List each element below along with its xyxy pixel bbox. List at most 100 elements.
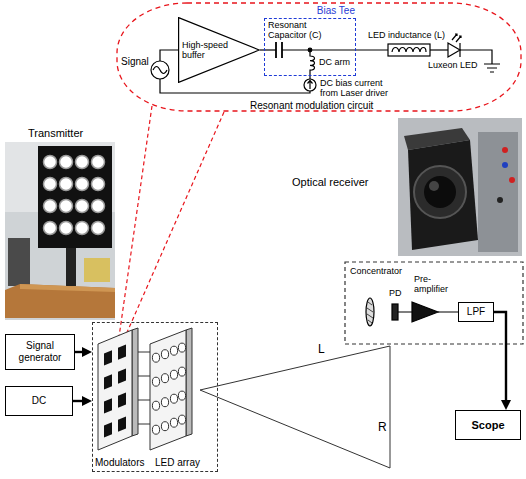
circuit-wires-part bbox=[264, 49, 276, 50]
part-label: Signal bbox=[121, 56, 149, 68]
connector bbox=[494, 312, 511, 410]
transmitter-photo-part bbox=[84, 258, 110, 282]
led-array-panel-part bbox=[186, 328, 192, 436]
callout-outline bbox=[117, 3, 521, 111]
receiver-chain-part bbox=[367, 302, 373, 323]
led-array-panel-part-part bbox=[161, 398, 168, 407]
modulator-panel-part-part bbox=[118, 393, 126, 408]
led-array-panel-part-part bbox=[178, 343, 185, 352]
receiver-chain-part bbox=[345, 262, 523, 344]
circuit-wires-part bbox=[452, 34, 461, 42]
circuit-wires-part bbox=[310, 50, 315, 79]
circuit-wires-part bbox=[484, 64, 500, 72]
receiver-photo-part bbox=[398, 118, 522, 256]
transmitter-photo-part bbox=[44, 156, 105, 235]
modulator-panel-part-part bbox=[118, 345, 126, 360]
receiver-photo-part bbox=[414, 166, 466, 218]
transmitter-photo-part-part bbox=[76, 156, 89, 169]
transmitter-photo-part-part bbox=[92, 200, 105, 213]
modulator-panel-part-part bbox=[104, 422, 112, 437]
node-text: High-speed buffer bbox=[182, 40, 232, 60]
receiver-photo bbox=[398, 118, 522, 256]
part-label: Transmitter bbox=[28, 127, 83, 140]
transmitter-photo-part-part bbox=[44, 222, 57, 235]
node-text: Scope bbox=[471, 419, 504, 432]
light-beam bbox=[200, 346, 390, 468]
part-label: R bbox=[378, 420, 387, 434]
receiver-chain-part bbox=[392, 304, 398, 320]
receiver-chain-part bbox=[366, 298, 374, 326]
transmitter-photo-part bbox=[38, 146, 112, 248]
source-box: Signal generator bbox=[5, 334, 75, 370]
arrow-head bbox=[82, 396, 92, 406]
node-text: Bias Tee bbox=[317, 5, 355, 17]
receiver-photo-part bbox=[429, 181, 439, 191]
connector bbox=[75, 347, 92, 357]
transmitter-photo-part-part bbox=[60, 178, 73, 191]
modulator-panel-part-part bbox=[104, 398, 112, 413]
modulator-panel-part-part bbox=[104, 350, 112, 365]
receiver-photo-part bbox=[509, 177, 515, 183]
node-text: Resonant modulation circuit bbox=[250, 100, 373, 112]
part-label: Pre-amplifier bbox=[414, 274, 458, 294]
scope-box: Scope bbox=[455, 410, 521, 440]
transmitter-photo-part-part bbox=[92, 178, 105, 191]
modulator-panel-part-part bbox=[104, 374, 112, 389]
source-box: DC bbox=[5, 386, 73, 416]
led-array-panel-part-part bbox=[178, 391, 185, 400]
circuit-symbols-part bbox=[153, 67, 167, 74]
modulator-panel-part bbox=[138, 352, 150, 424]
circuit-symbols-part bbox=[388, 44, 430, 56]
transmitter-photo-part bbox=[66, 248, 76, 286]
circuit-symbols-part bbox=[151, 61, 169, 79]
circuit-symbols-part bbox=[448, 43, 460, 57]
receiver-photo-part bbox=[497, 197, 503, 203]
circuit-symbols-part bbox=[392, 48, 426, 53]
modulator-panel bbox=[98, 328, 150, 450]
transmitter-photo-part bbox=[8, 238, 30, 286]
led-array-panel-part-part bbox=[161, 350, 168, 359]
buffer-outline bbox=[179, 18, 260, 83]
light-beam-part bbox=[200, 346, 390, 468]
part-label: L bbox=[318, 342, 325, 356]
modulator-panel-part bbox=[98, 330, 132, 450]
led-array-panel-part-part bbox=[170, 370, 177, 379]
transmitter-photo-part-part bbox=[60, 222, 73, 235]
led-array-panel-part-part bbox=[178, 415, 185, 424]
part-label: Luxeon LED bbox=[428, 60, 478, 70]
part-label: DC bias current from Laser driver bbox=[320, 78, 396, 98]
circuit-wires-part bbox=[160, 50, 178, 61]
led-array-panel-part-part bbox=[152, 353, 159, 362]
circuit-symbols-part bbox=[308, 48, 312, 52]
connector bbox=[73, 396, 92, 406]
led-array-panel-part-part bbox=[152, 377, 159, 386]
arrow-head bbox=[82, 347, 92, 357]
led-array-panel-part-part bbox=[170, 418, 177, 427]
buffer-triangle: High-speed buffer bbox=[178, 17, 260, 83]
node-text: Signal generator bbox=[9, 340, 71, 364]
transmitter-photo-part bbox=[5, 142, 115, 320]
transmitter-photo-part-part bbox=[44, 200, 57, 213]
part-label: PD bbox=[389, 288, 402, 298]
led-array-panel-part-part bbox=[161, 422, 168, 431]
connector-line bbox=[494, 312, 506, 402]
arrow-head bbox=[501, 400, 511, 410]
led-array-panel bbox=[150, 328, 192, 450]
leader-line bbox=[114, 106, 224, 355]
circuit-wires-part bbox=[282, 49, 388, 50]
receiver-chain bbox=[345, 262, 523, 344]
modulator-panel-part bbox=[104, 345, 126, 438]
led-array-panel-part bbox=[152, 343, 185, 434]
led-array-panel-part-part bbox=[152, 401, 159, 410]
part-label: LED inductance (L) bbox=[368, 30, 445, 40]
transmitter-photo-part-part bbox=[76, 178, 89, 191]
led-array-panel-part-part bbox=[161, 374, 168, 383]
transmitter-photo bbox=[5, 142, 115, 320]
receiver-photo-part bbox=[478, 132, 518, 252]
modulator-panel-part bbox=[132, 328, 138, 436]
circuit-wires-part bbox=[276, 42, 282, 58]
receiver-photo-part bbox=[424, 176, 456, 208]
